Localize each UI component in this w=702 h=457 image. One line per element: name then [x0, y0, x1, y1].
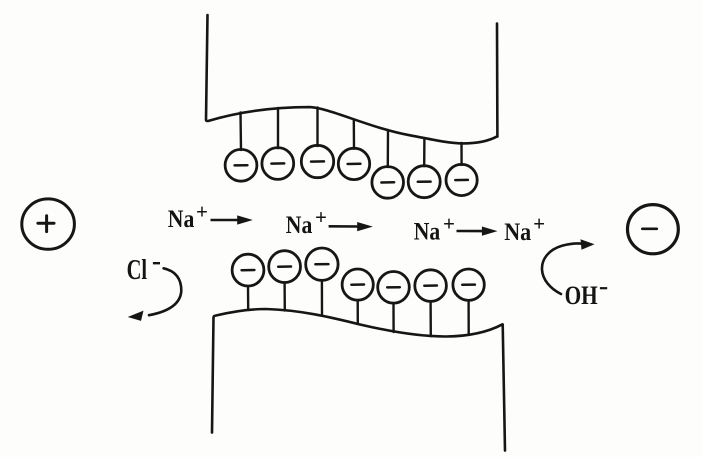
svg-text:Na: Na — [414, 218, 441, 245]
svg-text:OH: OH — [565, 280, 598, 310]
svg-text:+: + — [443, 212, 455, 236]
svg-text:+: + — [196, 200, 208, 224]
svg-text:+: + — [315, 205, 327, 229]
svg-text:Na: Na — [168, 206, 195, 233]
svg-text:+: + — [533, 211, 545, 235]
svg-text:Na: Na — [504, 219, 531, 246]
svg-text:Na: Na — [286, 212, 313, 239]
svg-text:Cl: Cl — [127, 255, 148, 286]
